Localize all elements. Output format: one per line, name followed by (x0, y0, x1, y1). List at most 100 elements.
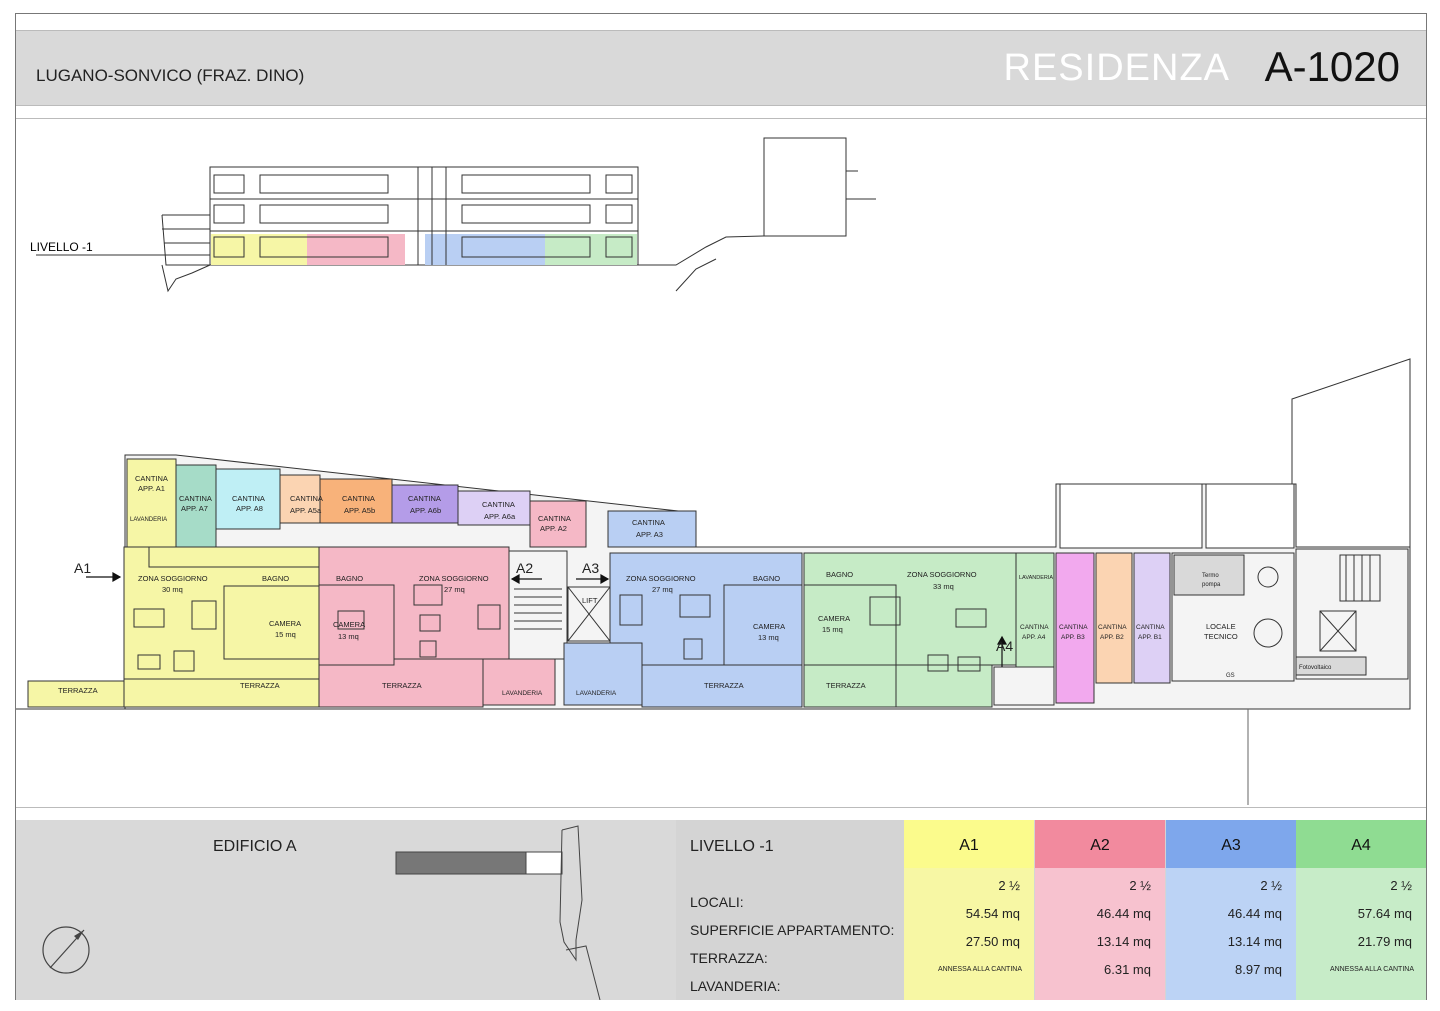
column-head-a2: A2 (1035, 820, 1165, 868)
room-cantina-a1 (126, 458, 177, 548)
room-cantina-a3 (607, 510, 697, 548)
label-a3: A3 (582, 560, 599, 576)
label-a2: A2 (516, 560, 533, 576)
label-terrazza-a4: TERRAZZA (826, 681, 866, 690)
label-camera-a4-area: 15 mq (822, 625, 843, 634)
room-cantina-a7 (175, 464, 217, 548)
location-label: LUGANO-SONVICO (FRAZ. DINO) (36, 66, 305, 85)
label-cantina-a5a-1: CANTINA (290, 494, 323, 503)
table-column-a1: A1 2 ½ 54.54 mq 27.50 mq ANNESSA ALLA CA… (904, 820, 1034, 1000)
building-label: EDIFICIO A (213, 838, 297, 855)
label-cantina-a4-2: APP. A4 (1022, 634, 1046, 641)
label-camera-a2-area: 13 mq (338, 632, 359, 641)
cell-superficie-a1: 54.54 mq (965, 906, 1020, 921)
cell-terrazza-a4: 21.79 mq (1357, 934, 1412, 949)
void-left (1059, 483, 1203, 549)
room-cantina-a8 (215, 468, 281, 530)
title-block: LUGANO-SONVICO (FRAZ. DINO) RESIDENZA A-… (16, 30, 1426, 106)
label-zona-a3: ZONA SOGGIORNO (626, 574, 696, 583)
project-title-word: RESIDENZA (1003, 47, 1230, 89)
room-cantina-a5b (319, 478, 393, 524)
label-bagno-a2: BAGNO (336, 574, 363, 583)
label-cantina-a2-2: APP. A2 (540, 524, 567, 533)
apartment-table: LIVELLO -1 LOCALI: SUPERFICIE APPARTAMEN… (676, 820, 1426, 1000)
label-cantina-b3-1: CANTINA (1059, 624, 1088, 631)
elevation-drawing (36, 137, 876, 293)
label-bagno-a4: BAGNO (826, 570, 853, 579)
footer-left-panel: EDIFICIO A (16, 820, 676, 1000)
elev-band-a3 (425, 234, 545, 265)
drawing-area: LIVELLO -1 (16, 118, 1426, 808)
label-locale-tecnico-1: LOCALE (1206, 622, 1236, 631)
room-cantina-b3 (1055, 552, 1095, 704)
cell-terrazza-a2: 13.14 mq (1096, 934, 1151, 949)
project-code: A-1020 (1264, 43, 1400, 90)
label-cantina-a7-2: APP. A7 (181, 504, 208, 513)
column-body-a1: 2 ½ 54.54 mq 27.50 mq ANNESSA ALLA CANTI… (904, 872, 1034, 1000)
label-camera-a1-area: 15 mq (275, 630, 296, 639)
label-cantina-a5b-1: CANTINA (342, 494, 375, 503)
elev-band-a1 (211, 234, 265, 265)
cell-lavanderia-a2: 6.31 mq (1104, 962, 1151, 977)
room-cantina-a6a (457, 490, 531, 526)
label-zona-a1: ZONA SOGGIORNO (138, 574, 208, 583)
footer-block: EDIFICIO A LIVELLO -1 LOCALI: SUPERFICIE… (16, 820, 1426, 1000)
label-lavanderia-a1: LAVANDERIA (130, 517, 167, 523)
label-terrazza-a2: TERRAZZA (382, 681, 422, 690)
label-camera-a3-area: 13 mq (758, 633, 779, 642)
cell-superficie-a3: 46.44 mq (1227, 906, 1282, 921)
label-terrazza-left: TERRAZZA (58, 686, 98, 695)
label-camera-a3: CAMERA (753, 622, 785, 631)
column-head-a1: A1 (904, 820, 1034, 868)
label-bagno-a1: BAGNO (262, 574, 289, 583)
label-lift: LIFT (582, 596, 598, 605)
table-level-label: LIVELLO -1 (690, 838, 774, 855)
label-cantina-a3-1: CANTINA (632, 518, 665, 527)
row-label-terrazza: TERRAZZA: (690, 950, 768, 966)
label-cantina-a6b-2: APP. A6b (410, 506, 441, 515)
cell-lavanderia-a3: 8.97 mq (1235, 962, 1282, 977)
label-bagno-a3: BAGNO (753, 574, 780, 583)
label-cantina-a7-1: CANTINA (179, 494, 212, 503)
label-fotovoltaico: Fotovoltaico (1299, 665, 1332, 671)
label-locale-tecnico-2: TECNICO (1204, 632, 1238, 641)
column-body-a2: 2 ½ 46.44 mq 13.14 mq 6.31 mq (1035, 872, 1165, 1000)
column-head-a4: A4 (1296, 820, 1426, 868)
cell-lavanderia-a4: ANNESSA ALLA CANTINA (1329, 966, 1414, 973)
label-zona-a1-area: 30 mq (162, 585, 183, 594)
room-cantina-a6b (391, 484, 459, 524)
room-cantina-b2 (1095, 552, 1133, 684)
terrace-left (27, 680, 125, 708)
label-cantina-a1-1: CANTINA (135, 474, 168, 483)
cell-locali-a1: 2 ½ (998, 878, 1020, 893)
label-terrazza-a3: TERRAZZA (704, 681, 744, 690)
label-a4: A4 (996, 638, 1013, 654)
cell-locali-a2: 2 ½ (1129, 878, 1151, 893)
label-zona-a4-area: 33 mq (933, 582, 954, 591)
room-cantina-a2 (529, 500, 587, 548)
label-cantina-a6a-2: APP. A6a (484, 512, 516, 521)
label-cantina-a2-1: CANTINA (538, 514, 571, 523)
label-zona-a3-area: 27 mq (652, 585, 673, 594)
label-cantina-b3-2: APP. B3 (1061, 634, 1085, 641)
label-camera-a4: CAMERA (818, 614, 850, 623)
label-cantina-a8-2: APP. A8 (236, 504, 263, 513)
row-label-locali: LOCALI: (690, 894, 744, 910)
label-cantina-b2-1: CANTINA (1098, 624, 1127, 631)
label-cantina-a6a-1: CANTINA (482, 500, 515, 509)
label-cantina-a5a-2: APP. A5a (290, 506, 322, 515)
label-termopompa-2: pompa (1202, 582, 1221, 588)
table-row-labels: LOCALI: SUPERFICIE APPARTAMENTO: TERRAZZ… (690, 888, 894, 1000)
table-column-a4: A4 2 ½ 57.64 mq 21.79 mq ANNESSA ALLA CA… (1296, 820, 1426, 1000)
cell-locali-a4: 2 ½ (1390, 878, 1412, 893)
elev-band-a4 (545, 234, 637, 265)
label-zona-a2: ZONA SOGGIORNO (419, 574, 489, 583)
cell-terrazza-a1: 27.50 mq (965, 934, 1020, 949)
label-termopompa-1: Termo (1202, 573, 1219, 579)
cell-superficie-a2: 46.44 mq (1096, 906, 1151, 921)
label-a1: A1 (74, 560, 91, 576)
cell-superficie-a4: 57.64 mq (1357, 906, 1412, 921)
north-arrow-icon (42, 926, 90, 974)
column-body-a4: 2 ½ 57.64 mq 21.79 mq ANNESSA ALLA CANTI… (1296, 872, 1426, 1000)
label-cantina-a5b-2: APP. A5b (344, 506, 375, 515)
